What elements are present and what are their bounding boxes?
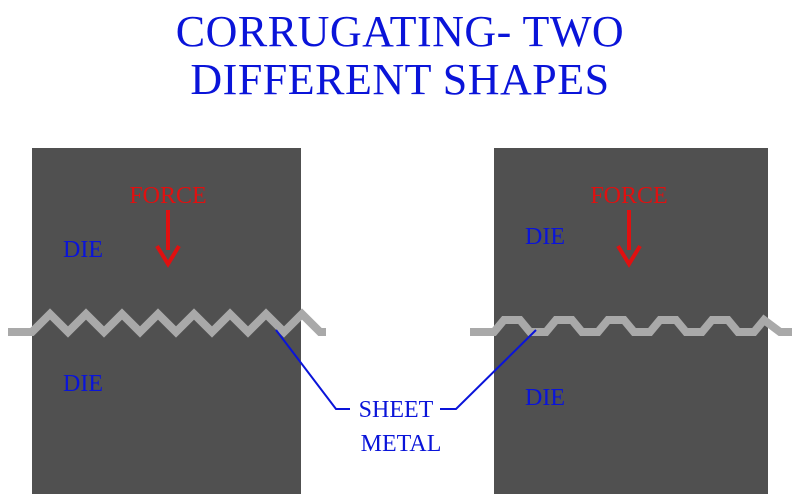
left-upper-die-label: DIE <box>63 237 103 263</box>
left-panel: FORCE DIE DIE <box>8 148 326 494</box>
left-leader-line <box>275 329 350 410</box>
left-lower-die-label: DIE <box>63 371 103 397</box>
right-panel: FORCE DIE DIE <box>470 148 792 494</box>
left-force-label: FORCE <box>129 183 206 209</box>
right-upper-die-label: DIE <box>525 224 565 250</box>
right-force-arrow-icon <box>616 210 642 268</box>
left-sheet-metal-triangular <box>8 308 326 338</box>
diagram-title: CORRUGATING- TWO DIFFERENT SHAPES <box>0 8 800 104</box>
right-leader-line <box>440 329 537 410</box>
right-sheet-metal-trapezoidal <box>470 314 792 336</box>
title-line-1: CORRUGATING- TWO <box>175 7 625 56</box>
right-lower-die-label: DIE <box>525 385 565 411</box>
title-line-2: DIFFERENT SHAPES <box>190 55 610 104</box>
right-force-label: FORCE <box>590 183 667 209</box>
sheet-metal-leader-lines <box>275 329 537 410</box>
sheet-label-line-1: SHEET <box>359 397 434 423</box>
left-force-arrow-icon <box>155 210 181 268</box>
sheet-label-line-2: METAL <box>361 431 442 457</box>
